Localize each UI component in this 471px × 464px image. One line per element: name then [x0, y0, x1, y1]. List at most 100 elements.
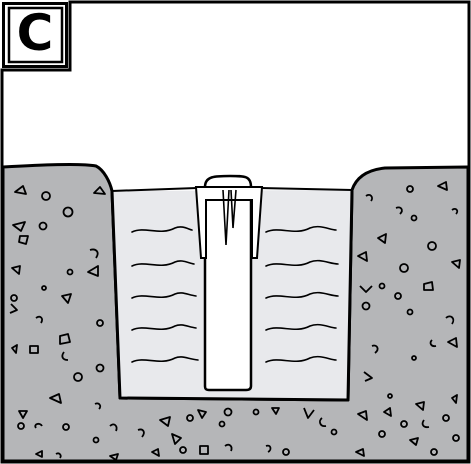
gravel-pebble-icon — [442, 414, 450, 422]
gravel-pebble-icon — [447, 337, 458, 348]
gravel-pebble-icon — [62, 423, 70, 431]
gravel-pebble-icon — [423, 281, 434, 291]
gravel-pebble-icon — [451, 259, 461, 269]
gravel-pebble-icon — [430, 448, 438, 456]
gravel-pebble-icon — [95, 363, 105, 373]
gravel-pebble-icon — [34, 422, 43, 429]
gravel-pebble-icon — [377, 233, 387, 244]
gravel-pebble-icon — [87, 265, 99, 277]
gravel-pebble-icon — [41, 191, 51, 201]
gravel-pebble-icon — [365, 194, 373, 202]
gravel-pebble-icon — [265, 444, 272, 453]
gravel-pebble-icon — [93, 186, 106, 195]
gravel-pebble-icon — [399, 263, 409, 273]
gravel-pebble-icon — [10, 294, 18, 302]
gravel-pebble-icon — [451, 394, 458, 404]
gravel-pebble-icon — [55, 452, 62, 459]
water-ripple-icon — [131, 356, 199, 363]
gravel-pebble-icon — [252, 408, 260, 416]
gravel-pebble-icon — [355, 448, 365, 457]
water-ripple-icon — [131, 292, 197, 299]
gravel-pebble-icon — [371, 344, 379, 354]
gravel-pebble-icon — [179, 446, 187, 454]
gravel-pebble-icon — [49, 393, 62, 404]
water-ripple-icon — [265, 259, 339, 267]
pipe-slit-right — [230, 189, 237, 229]
gravel-pebble-icon — [451, 208, 459, 215]
hole-outline — [110, 189, 354, 402]
panel-label: C — [16, 4, 54, 62]
gravel-pebble-icon — [186, 414, 194, 422]
gravel-pebble-icon — [62, 206, 74, 218]
panel-label-frame — [2, 2, 68, 68]
gravel-pebble-icon — [406, 308, 414, 316]
gravel-pebble-icon — [18, 235, 29, 245]
gravel-pebble-icon — [218, 420, 226, 428]
gravel-pebble-icon — [159, 416, 171, 427]
pipe-body — [203, 174, 253, 392]
gravel-pebble-icon — [421, 419, 430, 429]
gravel-pebble-icon — [361, 301, 371, 311]
water-ripple-icon — [265, 225, 337, 233]
gravel-pebble-icon — [41, 285, 47, 291]
gravel-pebble-icon — [363, 371, 373, 382]
gravel-pebble-icon — [12, 221, 26, 232]
water-ripple-icon — [131, 324, 197, 331]
water-ripple-icon — [131, 226, 193, 233]
gravel-pebble-icon — [59, 333, 71, 345]
gravel-pebble-icon — [223, 407, 233, 417]
gravel-pebble-icon — [394, 292, 402, 300]
gravel-pebble-icon — [359, 285, 373, 293]
gravel-pebble-icon — [137, 428, 145, 438]
water-ripples — [131, 225, 339, 363]
gravel-pebble-icon — [11, 265, 21, 275]
gravel-pebble-icon — [452, 434, 460, 442]
gravel-pebble-icon — [14, 185, 27, 195]
pipe-sleeve — [194, 186, 264, 259]
gravel-pebble-icon — [29, 345, 39, 354]
gravel-pebble-icon — [92, 436, 100, 444]
gravel-pebble-icon — [387, 393, 393, 399]
gravel-pebble-icon — [429, 339, 437, 348]
water-ripple-icon — [265, 323, 337, 331]
gravel-pebble-icon — [197, 409, 207, 419]
gravel-pebble-icon — [73, 372, 83, 382]
water-ripple-icon — [265, 355, 337, 363]
gravel-pebble-icon — [224, 443, 233, 452]
gravel-pebble-icon — [11, 344, 18, 354]
gravel-pebble-icon — [171, 433, 182, 445]
gravel-pebble-icon — [427, 241, 437, 251]
gravel-pebble-icon — [303, 407, 315, 419]
gravel-pebble-icon — [89, 248, 99, 259]
gravel-pebble-icon — [406, 185, 414, 193]
gravel-pebble-icon — [445, 315, 455, 325]
gravel-pebble-icon — [151, 448, 160, 457]
gravel-pebble-icon — [411, 355, 417, 361]
gravel-pebble-icon — [319, 417, 327, 427]
gravel-pebble-icon — [437, 181, 448, 191]
gravel-pebble-icon — [199, 445, 209, 455]
gravel-pebble-icon — [383, 407, 392, 417]
gravel-pebble-icon — [357, 251, 368, 262]
gravel-pebble-icon — [330, 428, 338, 436]
water-ripple-icon — [265, 291, 339, 299]
gravel-pebble-icon — [357, 410, 368, 421]
gravel-pebble-icon — [94, 402, 102, 410]
gravel-pebble-icon — [395, 206, 403, 215]
gravel-pebble-icon — [61, 351, 69, 361]
gravel-pebble-icon — [109, 453, 119, 461]
gravel-pebble-icon — [66, 268, 74, 276]
gravel-pebble-icon — [35, 315, 43, 324]
gravel-pebble-icon — [410, 214, 418, 222]
gravel-pebble-icon — [282, 448, 290, 456]
gravel-pebble-icon — [9, 303, 18, 314]
gravel-pebble-icon — [18, 410, 28, 419]
water-ripple-icon — [131, 260, 195, 267]
gravel-pebble-icon — [38, 221, 48, 231]
gravel-pebble-icon — [378, 282, 386, 290]
gravel-pebble-icon — [378, 430, 386, 438]
water-surface-left — [111, 187, 198, 192]
gravel-pebble-icon — [17, 422, 25, 430]
gravel-pebble-icon — [415, 401, 425, 411]
